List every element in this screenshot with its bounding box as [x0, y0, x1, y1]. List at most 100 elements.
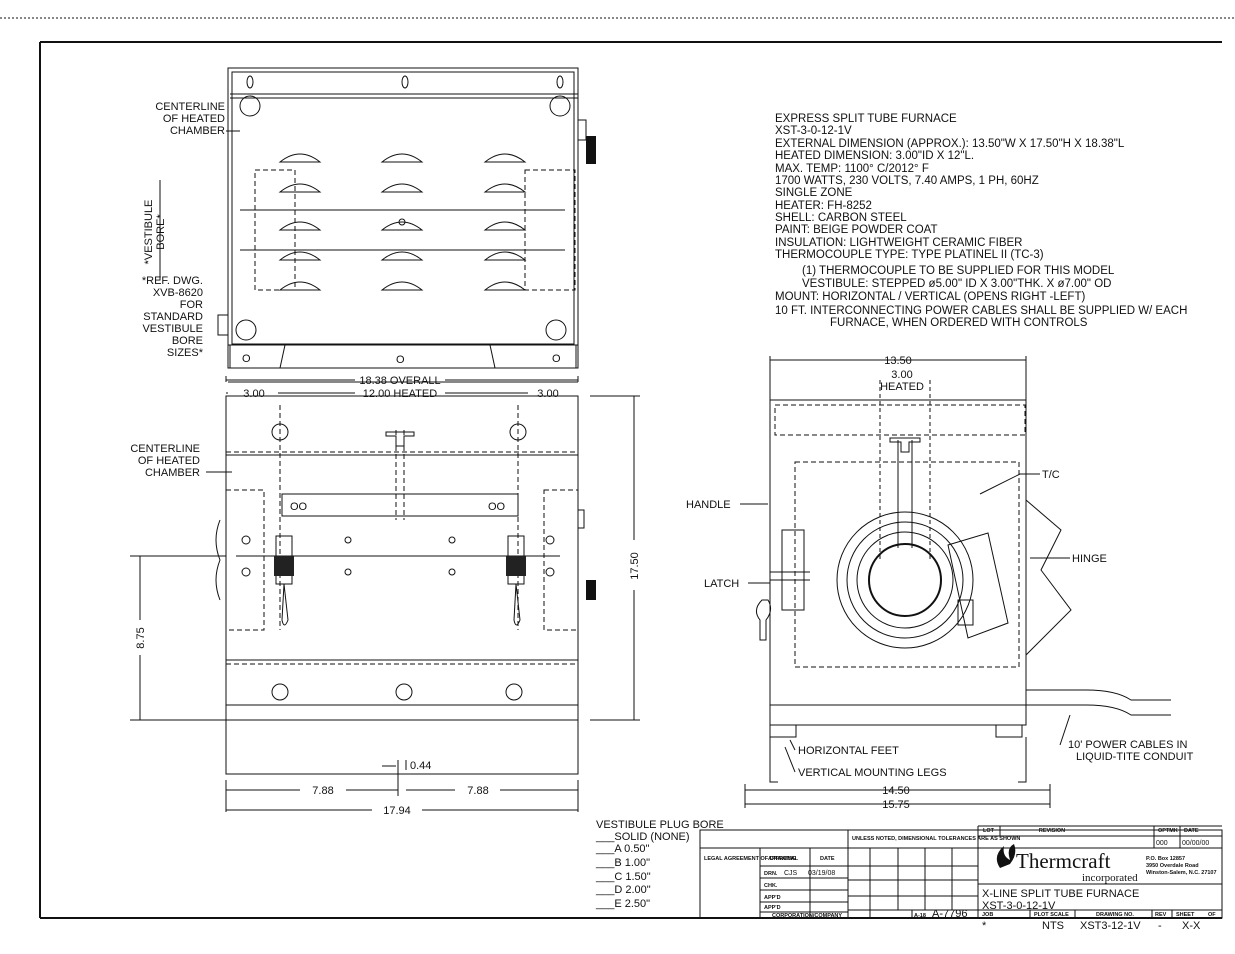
tb-optmk-lbl: OPTMK — [1158, 828, 1178, 834]
spec-line: HEATED DIMENSION: 3.00"ID X 12"L. — [775, 150, 974, 162]
dim-side-width: 13.50 — [884, 355, 912, 367]
dim-bottom-total: 17.94 — [383, 805, 411, 817]
tb-job-lbl: JOB — [982, 912, 993, 918]
ref-dwg-line-4: STANDARD — [143, 311, 203, 323]
tb-plot-lbl: PLOT SCALE — [1034, 912, 1069, 918]
dim-side-1575: 15.75 — [882, 799, 910, 811]
bore-row: ___C 1.50" — [595, 871, 651, 883]
power-cables-line-2: LIQUID-TITE CONDUIT — [1076, 751, 1194, 763]
tb-appd2-lbl: APP'D — [764, 905, 781, 911]
spec-line: SHELL: CARBON STEEL — [775, 212, 907, 224]
centerline-front-line-1: CENTERLINE — [130, 443, 200, 455]
dim-overall: 18.38 OVERALL — [359, 375, 440, 387]
spec-line: (1) THERMOCOUPLE TO BE SUPPLIED FOR THIS… — [802, 265, 1115, 277]
bore-table-title: VESTIBULE PLUG BORE — [596, 819, 724, 831]
tb-ref-no: A-7796 — [932, 908, 967, 920]
tb-rev-code: 000 — [1156, 840, 1168, 847]
hinge-label: HINGE — [1072, 553, 1107, 565]
ref-dwg-line-3: FOR — [180, 299, 203, 311]
spec-line: FURNACE, WHEN ORDERED WITH CONTROLS — [830, 317, 1088, 329]
tb-drawn-by: CJS — [784, 870, 798, 877]
bore-table: VESTIBULE PLUG BORE ___SOLID (NONE) ___A… — [595, 819, 724, 910]
tb-date-lbl: DATE — [820, 856, 835, 862]
tc-label: T/C — [1042, 469, 1060, 481]
front-view-holes-left: OO — [290, 501, 308, 513]
ref-dwg-line-5: VESTIBULE — [142, 323, 203, 335]
side-view — [740, 356, 1171, 808]
tb-lot-lbl: LOT — [983, 828, 995, 834]
tb-date2-lbl: DATE — [1184, 828, 1199, 834]
dim-side-1450: 14.50 — [882, 785, 910, 797]
dim-gap: 0.44 — [410, 760, 431, 772]
drawing-model: XST-3-0-12-1V — [982, 900, 1056, 912]
tb-sheet-lbl: SHEET — [1176, 912, 1195, 918]
spec-line: VESTIBULE: STEPPED ø5.00" ID X 3.00"THK.… — [802, 278, 1111, 290]
ref-dwg-line-1: *REF. DWG. — [142, 275, 203, 287]
spec-line: 10 FT. INTERCONNECTING POWER CABLES SHAL… — [775, 305, 1187, 317]
tb-drawn-date: 03/19/08 — [808, 870, 835, 877]
tb-plot-scale: NTS — [1042, 920, 1064, 932]
vestibule-bore-label: *VESTIBULE BORE* — [143, 200, 167, 265]
tb-rev-lbl: REV — [1155, 912, 1167, 918]
tb-legal-lbl: LEGAL AGREEMENT OF DRAWING — [704, 856, 796, 862]
vestibule-bore-line-2: BORE* — [155, 214, 167, 250]
spec-line: EXPRESS SPLIT TUBE FURNACE — [775, 113, 957, 125]
spec-line: INSULATION: LIGHTWEIGHT CERAMIC FIBER — [775, 237, 1023, 249]
bore-row: ___A 0.50" — [595, 843, 650, 855]
dim-right-3: 3.00 — [537, 388, 558, 400]
top-view — [159, 67, 596, 369]
spec-line: MOUNT: HORIZONTAL / VERTICAL (OPENS RIGH… — [775, 291, 1085, 303]
tb-rev: - — [1158, 920, 1162, 932]
spec-line: EXTERNAL DIMENSION (APPROX.): 13.50"W X … — [775, 138, 1125, 150]
flame-logo-icon — [996, 844, 1016, 868]
ref-dwg-note: *REF. DWG. XVB-8620 FOR STANDARD VESTIBU… — [142, 275, 204, 359]
tb-approval-lbl: APPROVAL — [768, 856, 799, 862]
spec-line: 1700 WATTS, 230 VOLTS, 7.40 AMPS, 1 PH, … — [775, 175, 1039, 187]
tb-job: * — [982, 920, 987, 932]
centerline-front-line-2: OF HEATED — [138, 455, 200, 467]
horizontal-feet-label: HORIZONTAL FEET — [798, 745, 899, 757]
spec-line: MAX. TEMP: 1100° C/2012° F — [775, 163, 929, 175]
tb-revision-lbl: REVISION — [1039, 828, 1065, 834]
ref-dwg-line-6: BORE — [172, 335, 203, 347]
ref-dwg-line-2: XVB-8620 — [153, 287, 203, 299]
dim-left-788: 7.88 — [312, 785, 333, 797]
bore-row: ___B 1.00" — [595, 857, 650, 869]
dim-side-heated-val: 3.00 — [891, 369, 912, 381]
spec-line: XST-3-0-12-1V — [775, 125, 852, 137]
centerline-label-top: CENTERLINE OF HEATED CHAMBER — [155, 101, 225, 137]
top-view-hole-center: O — [396, 354, 405, 366]
dim-height: 17.50 — [629, 552, 641, 580]
tb-rev-date: 00/00/00 — [1182, 840, 1209, 847]
centerline-top-line-3: CHAMBER — [170, 125, 225, 137]
tb-sheet: X-X — [1182, 920, 1201, 932]
dim-right-788: 7.88 — [467, 785, 488, 797]
vertical-legs-label: VERTICAL MOUNTING LEGS — [798, 767, 947, 779]
vestibule-bore-line-1: *VESTIBULE — [143, 200, 155, 265]
spec-notes: EXPRESS SPLIT TUBE FURNACE XST-3-0-12-1V… — [775, 113, 1187, 329]
spec-line: PAINT: BEIGE POWDER COAT — [775, 224, 938, 236]
tb-size-code: A-18 — [914, 913, 926, 919]
handle-label: HANDLE — [686, 499, 731, 511]
top-view-hole-left: O — [242, 353, 251, 365]
company-address-1: P.O. Box 12857 — [1146, 856, 1185, 862]
dim-half-height: 8.75 — [135, 627, 147, 648]
power-cables-line-1: 10' POWER CABLES IN — [1068, 739, 1188, 751]
tb-tol-lbl: UNLESS NOTED, DIMENSIONAL TOLERANCES ARE… — [852, 836, 1020, 842]
company-address-2: 3950 Overdale Road — [1146, 863, 1199, 869]
centerline-top-line-1: CENTERLINE — [155, 101, 225, 113]
latch-label: LATCH — [704, 578, 739, 590]
title-block — [699, 825, 1223, 919]
tb-chk-lbl: CHK. — [764, 883, 778, 889]
tb-appd1-lbl: APP'D — [764, 895, 781, 901]
spec-line: SINGLE ZONE — [775, 187, 853, 199]
tb-dwgno-lbl: DRAWING NO. — [1096, 912, 1134, 918]
dim-side-heated-lbl: HEATED — [880, 381, 924, 393]
dim-heated: 12.00 HEATED — [363, 388, 437, 400]
company-name: Thermcraft — [1016, 849, 1111, 873]
centerline-label-front: CENTERLINE OF HEATED CHAMBER — [130, 443, 200, 479]
front-view — [130, 376, 640, 812]
centerline-top-line-2: OF HEATED — [163, 113, 225, 125]
tb-of-lbl: OF — [1208, 912, 1216, 918]
